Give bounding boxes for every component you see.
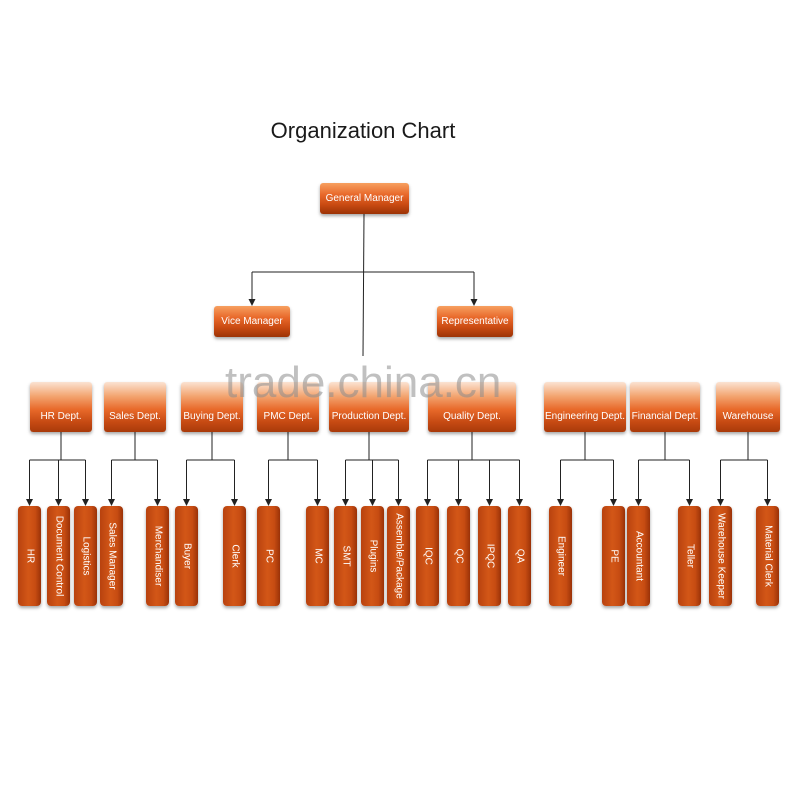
- role-arrow: [183, 499, 190, 506]
- representative-label: Representative: [441, 316, 509, 327]
- vice-manager-label: Vice Manager: [221, 316, 283, 327]
- role-box[interactable]: Assemble/Package: [387, 506, 410, 606]
- role-arrow: [369, 499, 376, 506]
- role-box[interactable]: Teller: [678, 506, 701, 606]
- representative-box[interactable]: Representative: [437, 306, 513, 337]
- role-label: Buyer: [181, 542, 192, 570]
- role-label: QC: [453, 548, 464, 564]
- role-arrow: [717, 499, 724, 506]
- dept-label: Engineering Dept.: [544, 411, 626, 422]
- role-label: Engineer: [555, 535, 566, 577]
- role-box[interactable]: Plugins: [361, 506, 384, 606]
- general-manager-label: General Manager: [325, 193, 404, 204]
- vice-manager-box[interactable]: Vice Manager: [214, 306, 290, 337]
- role-label: Teller: [684, 544, 695, 568]
- role-arrow: [154, 499, 161, 506]
- dept-label: Production Dept.: [331, 411, 407, 422]
- role-label: SMT: [340, 545, 351, 567]
- role-arrow: [424, 499, 431, 506]
- role-box[interactable]: Merchandiser: [146, 506, 169, 606]
- dept-box[interactable]: Buying Dept.: [181, 382, 243, 432]
- role-box[interactable]: PC: [257, 506, 280, 606]
- dept-label: Sales Dept.: [109, 411, 161, 422]
- role-label: MC: [312, 548, 323, 564]
- dept-label: Financial Dept.: [631, 411, 699, 422]
- role-arrow: [635, 499, 642, 506]
- role-label: PC: [263, 549, 274, 563]
- dept-box[interactable]: Engineering Dept.: [544, 382, 626, 432]
- dept-box[interactable]: Sales Dept.: [104, 382, 166, 432]
- role-box[interactable]: Material Clerk: [756, 506, 779, 606]
- role-box[interactable]: IPQC: [478, 506, 501, 606]
- dept-label: PMC Dept.: [263, 411, 313, 422]
- role-label: Plugins: [367, 539, 378, 573]
- role-label: Material Clerk: [762, 525, 773, 587]
- role-box[interactable]: Buyer: [175, 506, 198, 606]
- dept-box[interactable]: Quality Dept.: [428, 382, 516, 432]
- role-arrow: [231, 499, 238, 506]
- role-box[interactable]: MC: [306, 506, 329, 606]
- dept-label: Buying Dept.: [183, 411, 241, 422]
- representative-arrow: [470, 299, 478, 306]
- role-arrow: [557, 499, 564, 506]
- role-arrow: [26, 499, 33, 506]
- role-label: HR: [24, 548, 35, 564]
- role-box[interactable]: SMT: [334, 506, 357, 606]
- dept-label: Quality Dept.: [443, 411, 501, 422]
- role-box[interactable]: Sales Manager: [100, 506, 123, 606]
- dept-box[interactable]: Warehouse: [716, 382, 780, 432]
- role-arrow: [455, 499, 462, 506]
- role-arrow: [486, 499, 493, 506]
- role-arrow: [686, 499, 693, 506]
- role-arrow: [108, 499, 115, 506]
- role-box[interactable]: QC: [447, 506, 470, 606]
- chart-title: Organization Chart: [270, 118, 456, 143]
- gm-trunk-line: [362, 213, 365, 357]
- role-box[interactable]: Engineer: [549, 506, 572, 606]
- role-label: PE: [608, 549, 619, 563]
- role-label: Sales Manager: [106, 522, 117, 590]
- dept-label: Warehouse: [722, 411, 774, 422]
- role-box[interactable]: HR: [18, 506, 41, 606]
- role-arrow: [516, 499, 523, 506]
- role-label: Warehouse Keeper: [715, 513, 726, 599]
- role-box[interactable]: Warehouse Keeper: [709, 506, 732, 606]
- dept-label: HR Dept.: [40, 411, 82, 422]
- watermark: trade.china.cn: [225, 358, 502, 407]
- role-label: Clerk: [229, 544, 240, 568]
- role-box[interactable]: Accountant: [627, 506, 650, 606]
- role-arrow: [764, 499, 771, 506]
- role-box[interactable]: Document Control: [47, 506, 70, 606]
- role-box[interactable]: QA: [508, 506, 531, 606]
- dept-box[interactable]: Production Dept.: [329, 382, 409, 432]
- vice-manager-arrow: [248, 299, 256, 306]
- role-arrow: [395, 499, 402, 506]
- role-label: Accountant: [633, 530, 644, 582]
- role-label: Merchandiser: [152, 525, 163, 587]
- role-label: QA: [514, 548, 525, 564]
- dept-box[interactable]: HR Dept.: [30, 382, 92, 432]
- role-arrow: [342, 499, 349, 506]
- role-arrow: [55, 499, 62, 506]
- role-arrow: [314, 499, 321, 506]
- role-box[interactable]: IQC: [416, 506, 439, 606]
- role-arrow: [610, 499, 617, 506]
- role-box[interactable]: Logistics: [74, 506, 97, 606]
- dept-box[interactable]: PMC Dept.: [257, 382, 319, 432]
- role-label: IPQC: [484, 543, 495, 569]
- role-label: Logistics: [80, 536, 91, 576]
- dept-box[interactable]: Financial Dept.: [630, 382, 700, 432]
- role-box[interactable]: Clerk: [223, 506, 246, 606]
- role-label: IQC: [422, 547, 433, 565]
- general-manager-box[interactable]: General Manager: [320, 183, 409, 214]
- role-label: Document Control: [53, 515, 64, 597]
- role-arrow: [82, 499, 89, 506]
- role-arrow: [265, 499, 272, 506]
- role-label: Assemble/Package: [393, 513, 404, 599]
- role-box[interactable]: PE: [602, 506, 625, 606]
